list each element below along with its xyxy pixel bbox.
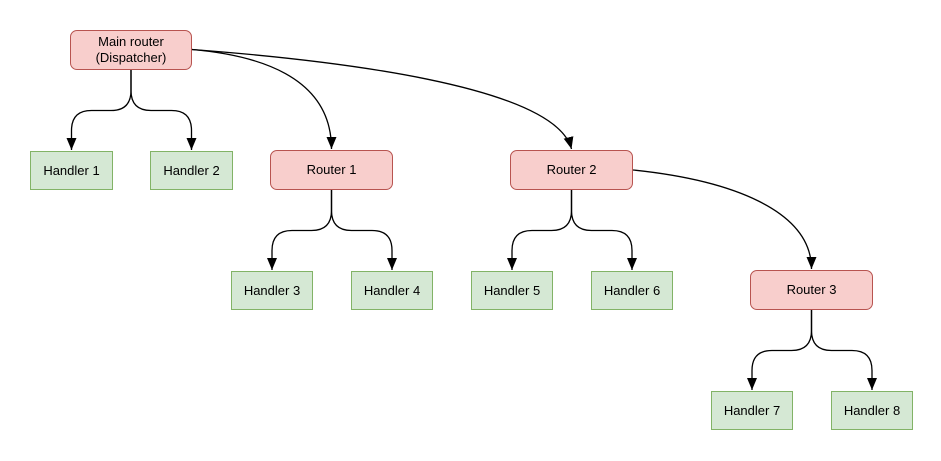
edge-router-3-to-handler-7 xyxy=(747,310,813,390)
node-handler-8-label: Handler 8 xyxy=(843,402,901,418)
node-handler-1[interactable]: Handler 1 xyxy=(30,151,113,190)
node-handler-5[interactable]: Handler 5 xyxy=(471,271,553,310)
node-handler-4-label: Handler 4 xyxy=(363,282,421,298)
node-router-1-label: Router 1 xyxy=(306,162,357,177)
edge-main-router-to-handler-1 xyxy=(66,70,132,150)
node-router-2-label: Router 2 xyxy=(546,162,597,177)
edge-router-2-to-handler-5 xyxy=(507,190,573,270)
node-handler-3[interactable]: Handler 3 xyxy=(231,271,313,310)
edge-router-1-to-handler-3 xyxy=(267,190,333,270)
node-handler-8[interactable]: Handler 8 xyxy=(831,391,913,430)
node-main-router[interactable]: Main router (Dispatcher) xyxy=(70,30,192,70)
edge-router-2-to-router-3 xyxy=(632,169,817,270)
node-router-3-label: Router 3 xyxy=(786,282,837,297)
edge-router-2-to-handler-6 xyxy=(570,190,637,270)
node-handler-2-label: Handler 2 xyxy=(163,162,220,178)
node-handler-6[interactable]: Handler 6 xyxy=(591,271,673,310)
node-handler-7-label: Handler 7 xyxy=(723,402,781,418)
node-handler-4[interactable]: Handler 4 xyxy=(351,271,433,310)
node-router-3[interactable]: Router 3 xyxy=(750,270,873,310)
node-handler-1-label: Handler 1 xyxy=(43,162,100,178)
edge-main-router-to-handler-2 xyxy=(130,70,197,150)
node-handler-3-label: Handler 3 xyxy=(243,282,301,298)
node-main-router-label: Main router (Dispatcher) xyxy=(95,34,167,65)
edge-main-router-to-router-2 xyxy=(191,48,574,150)
node-router-2[interactable]: Router 2 xyxy=(510,150,633,190)
edge-router-1-to-handler-4 xyxy=(330,190,397,270)
node-router-1[interactable]: Router 1 xyxy=(270,150,393,190)
edge-router-3-to-handler-8 xyxy=(810,310,877,390)
node-handler-6-label: Handler 6 xyxy=(603,282,661,298)
node-handler-2[interactable]: Handler 2 xyxy=(150,151,233,190)
node-handler-7[interactable]: Handler 7 xyxy=(711,391,793,430)
node-handler-5-label: Handler 5 xyxy=(483,282,541,298)
edge-main-router-to-router-1 xyxy=(191,48,337,150)
